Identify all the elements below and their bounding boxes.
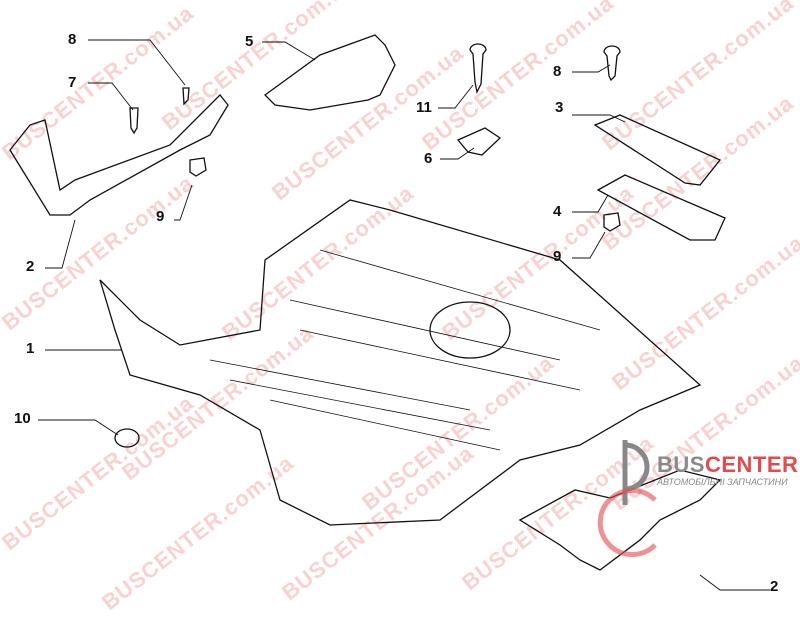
callout-9: 9 xyxy=(156,208,165,225)
part-2-left xyxy=(9,94,229,216)
logo-title: BUSCENTER xyxy=(657,452,798,478)
part-6 xyxy=(456,127,502,156)
part-2-right xyxy=(518,469,722,571)
floor-recess xyxy=(429,301,511,359)
part-5 xyxy=(264,34,396,111)
floor-ribs xyxy=(209,249,601,451)
leader-lines xyxy=(38,39,770,591)
callout-2: 2 xyxy=(26,258,35,275)
callout-2b: 2 xyxy=(770,578,779,595)
callout-10: 10 xyxy=(14,410,31,427)
part-3 xyxy=(593,114,722,186)
part-9 xyxy=(603,212,621,232)
callout-8: 8 xyxy=(68,31,77,48)
callout-11: 11 xyxy=(416,99,432,116)
buscenter-logo-mark xyxy=(597,440,657,557)
part-10 xyxy=(114,428,140,448)
part-1-floor xyxy=(99,199,702,526)
screws xyxy=(129,43,621,135)
callout-1: 1 xyxy=(26,340,35,357)
logo-part1: BUS xyxy=(657,452,705,477)
callout-7: 7 xyxy=(68,74,77,91)
logo-subtitle: АВТОМОБІЛЬНІ ЗАПЧАСТИНИ xyxy=(657,477,788,487)
part-4 xyxy=(596,174,726,241)
callout-6: 6 xyxy=(424,150,433,167)
callout-4: 4 xyxy=(553,203,562,220)
part-9 xyxy=(189,157,207,177)
callout-3: 3 xyxy=(555,99,564,116)
callout-8b: 8 xyxy=(553,63,562,80)
callout-9b: 9 xyxy=(553,248,562,265)
logo-part2: CENTER xyxy=(704,452,799,477)
callout-5: 5 xyxy=(245,33,254,50)
